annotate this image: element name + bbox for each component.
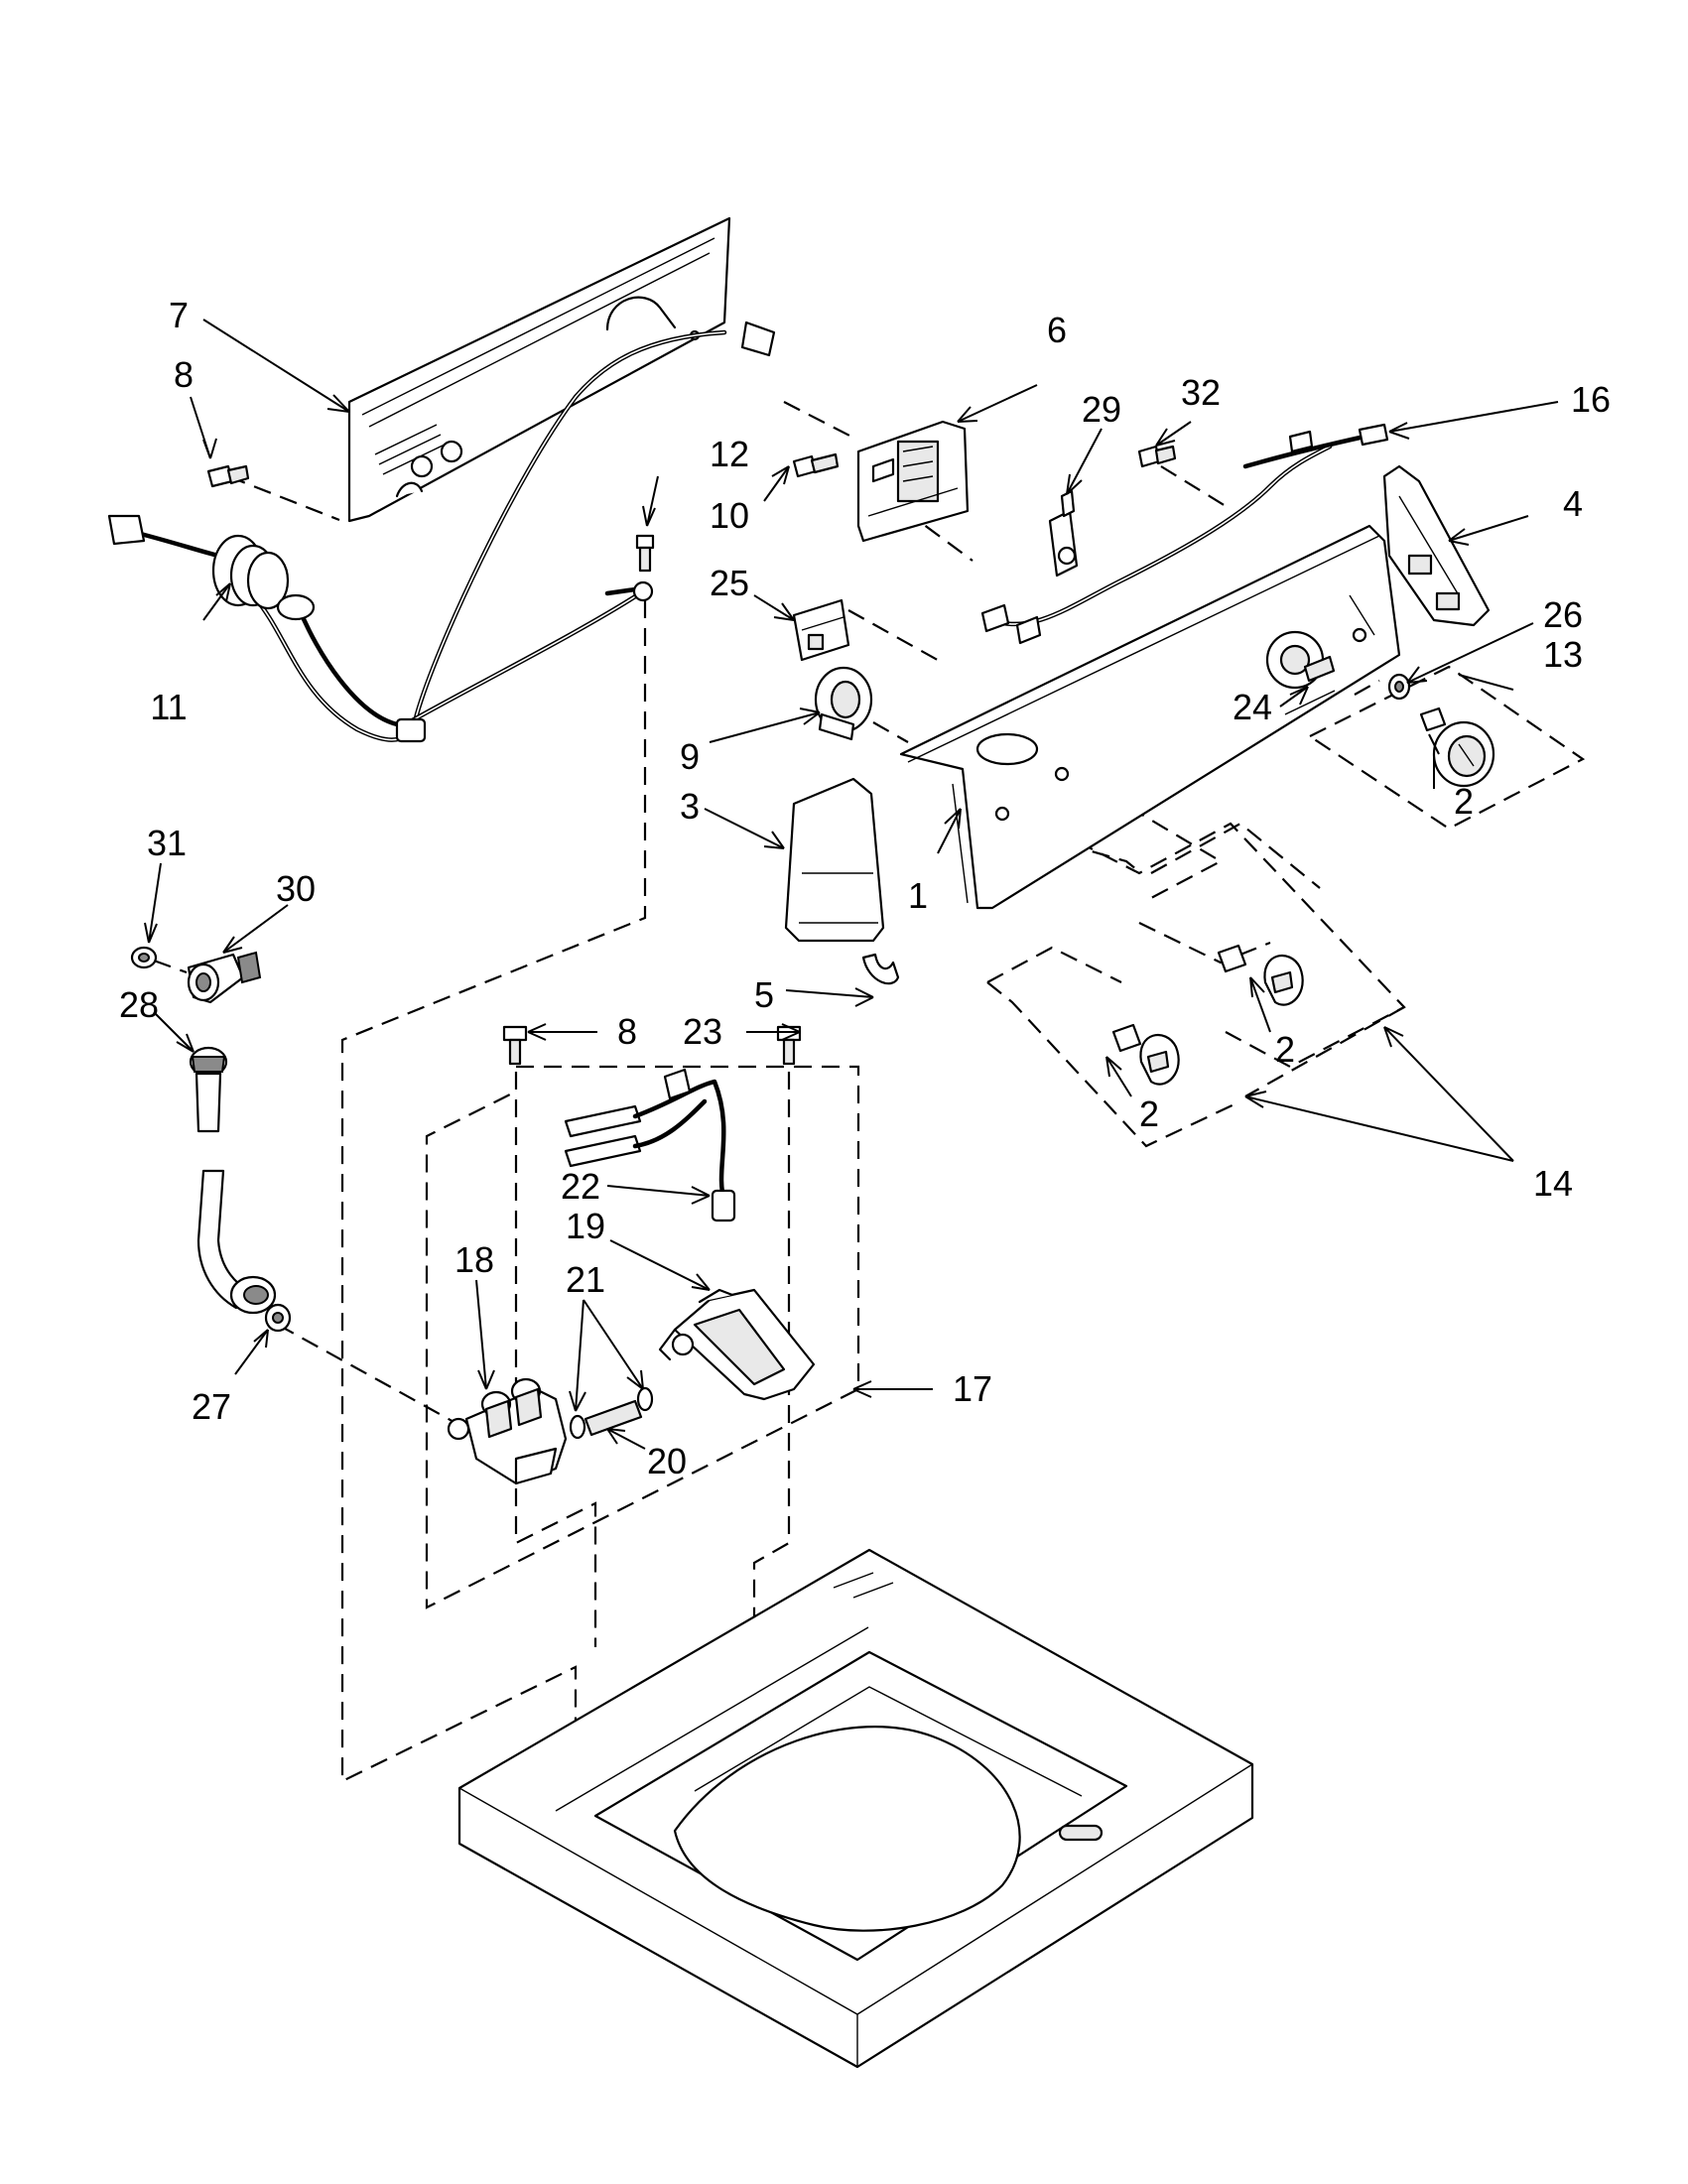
callout-2: 2	[1454, 781, 1474, 822]
switch-25	[792, 598, 850, 662]
clamp-21-right	[636, 1386, 654, 1412]
callout-24: 24	[1233, 687, 1272, 727]
screw-8-upper	[206, 464, 250, 488]
callout-21: 21	[566, 1259, 605, 1300]
callout-8: 8	[617, 1011, 637, 1052]
callout-25: 25	[710, 563, 749, 603]
clamp-21-left	[569, 1414, 586, 1440]
sensor-29	[1048, 489, 1079, 578]
callout-10: 10	[710, 495, 749, 536]
screw-8-lower	[502, 1025, 528, 1066]
rear-panel	[347, 216, 731, 523]
callout-23: 23	[683, 1011, 722, 1052]
callout-12: 12	[710, 434, 749, 474]
callout-14: 14	[1533, 1163, 1573, 1204]
callout-22: 22	[561, 1166, 600, 1207]
hose-20	[584, 1399, 643, 1437]
callout-29: 29	[1082, 389, 1121, 430]
callout-4: 4	[1563, 483, 1583, 524]
knob-13	[1419, 707, 1495, 788]
callout-31: 31	[147, 823, 187, 863]
fitting-30	[187, 951, 262, 1004]
callout-30: 30	[276, 868, 316, 909]
washer-31	[130, 946, 158, 969]
washer-26	[1387, 673, 1411, 701]
shaft-24	[1303, 655, 1336, 683]
dispenser-19	[658, 1288, 816, 1401]
knob-14-lower	[1111, 1023, 1180, 1086]
power-cord-wire-harness	[107, 321, 776, 743]
selector-9	[814, 666, 873, 741]
callout-32: 32	[1181, 372, 1221, 413]
callout-2: 2	[1139, 1093, 1159, 1134]
screw-10	[792, 452, 840, 478]
callout-labels: 1 2 2 2 3 4 5 6 7 8 8 9 10 11 12 13 14 1…	[119, 295, 1611, 1481]
callout-8: 8	[174, 354, 194, 395]
callout-16: 16	[1571, 379, 1611, 420]
callout-17: 17	[953, 1368, 992, 1409]
callout-27: 27	[192, 1386, 231, 1427]
callout-11: 11	[150, 687, 187, 727]
callout-2: 2	[1275, 1029, 1295, 1070]
callout-1: 1	[908, 875, 928, 916]
washer-27	[264, 1303, 292, 1333]
callout-5: 5	[754, 974, 774, 1015]
control-board	[856, 420, 970, 543]
callout-26: 26	[1543, 594, 1583, 635]
console-end-cap	[1382, 464, 1491, 627]
water-valve-18	[447, 1377, 568, 1485]
leader-lines	[144, 319, 1559, 1450]
cover-3	[784, 777, 885, 943]
screw-32	[1137, 445, 1177, 468]
knob-14-upper	[1217, 944, 1304, 1006]
washer-top-cabinet	[457, 1548, 1254, 2069]
callout-20: 20	[647, 1441, 687, 1481]
screw-12	[635, 534, 655, 573]
callout-6: 6	[1047, 310, 1067, 350]
callout-7: 7	[169, 295, 189, 335]
callout-9: 9	[680, 736, 700, 777]
callout-28: 28	[119, 984, 159, 1025]
callout-13: 13	[1543, 634, 1583, 675]
callout-18: 18	[454, 1239, 494, 1280]
callout-3: 3	[680, 786, 700, 827]
fill-hose-28	[189, 1046, 277, 1315]
clip-5	[861, 953, 900, 985]
valve-wire-harness-22	[564, 1068, 736, 1222]
callout-19: 19	[566, 1206, 605, 1246]
control-console	[899, 524, 1401, 910]
console-wire-harness	[980, 423, 1389, 645]
